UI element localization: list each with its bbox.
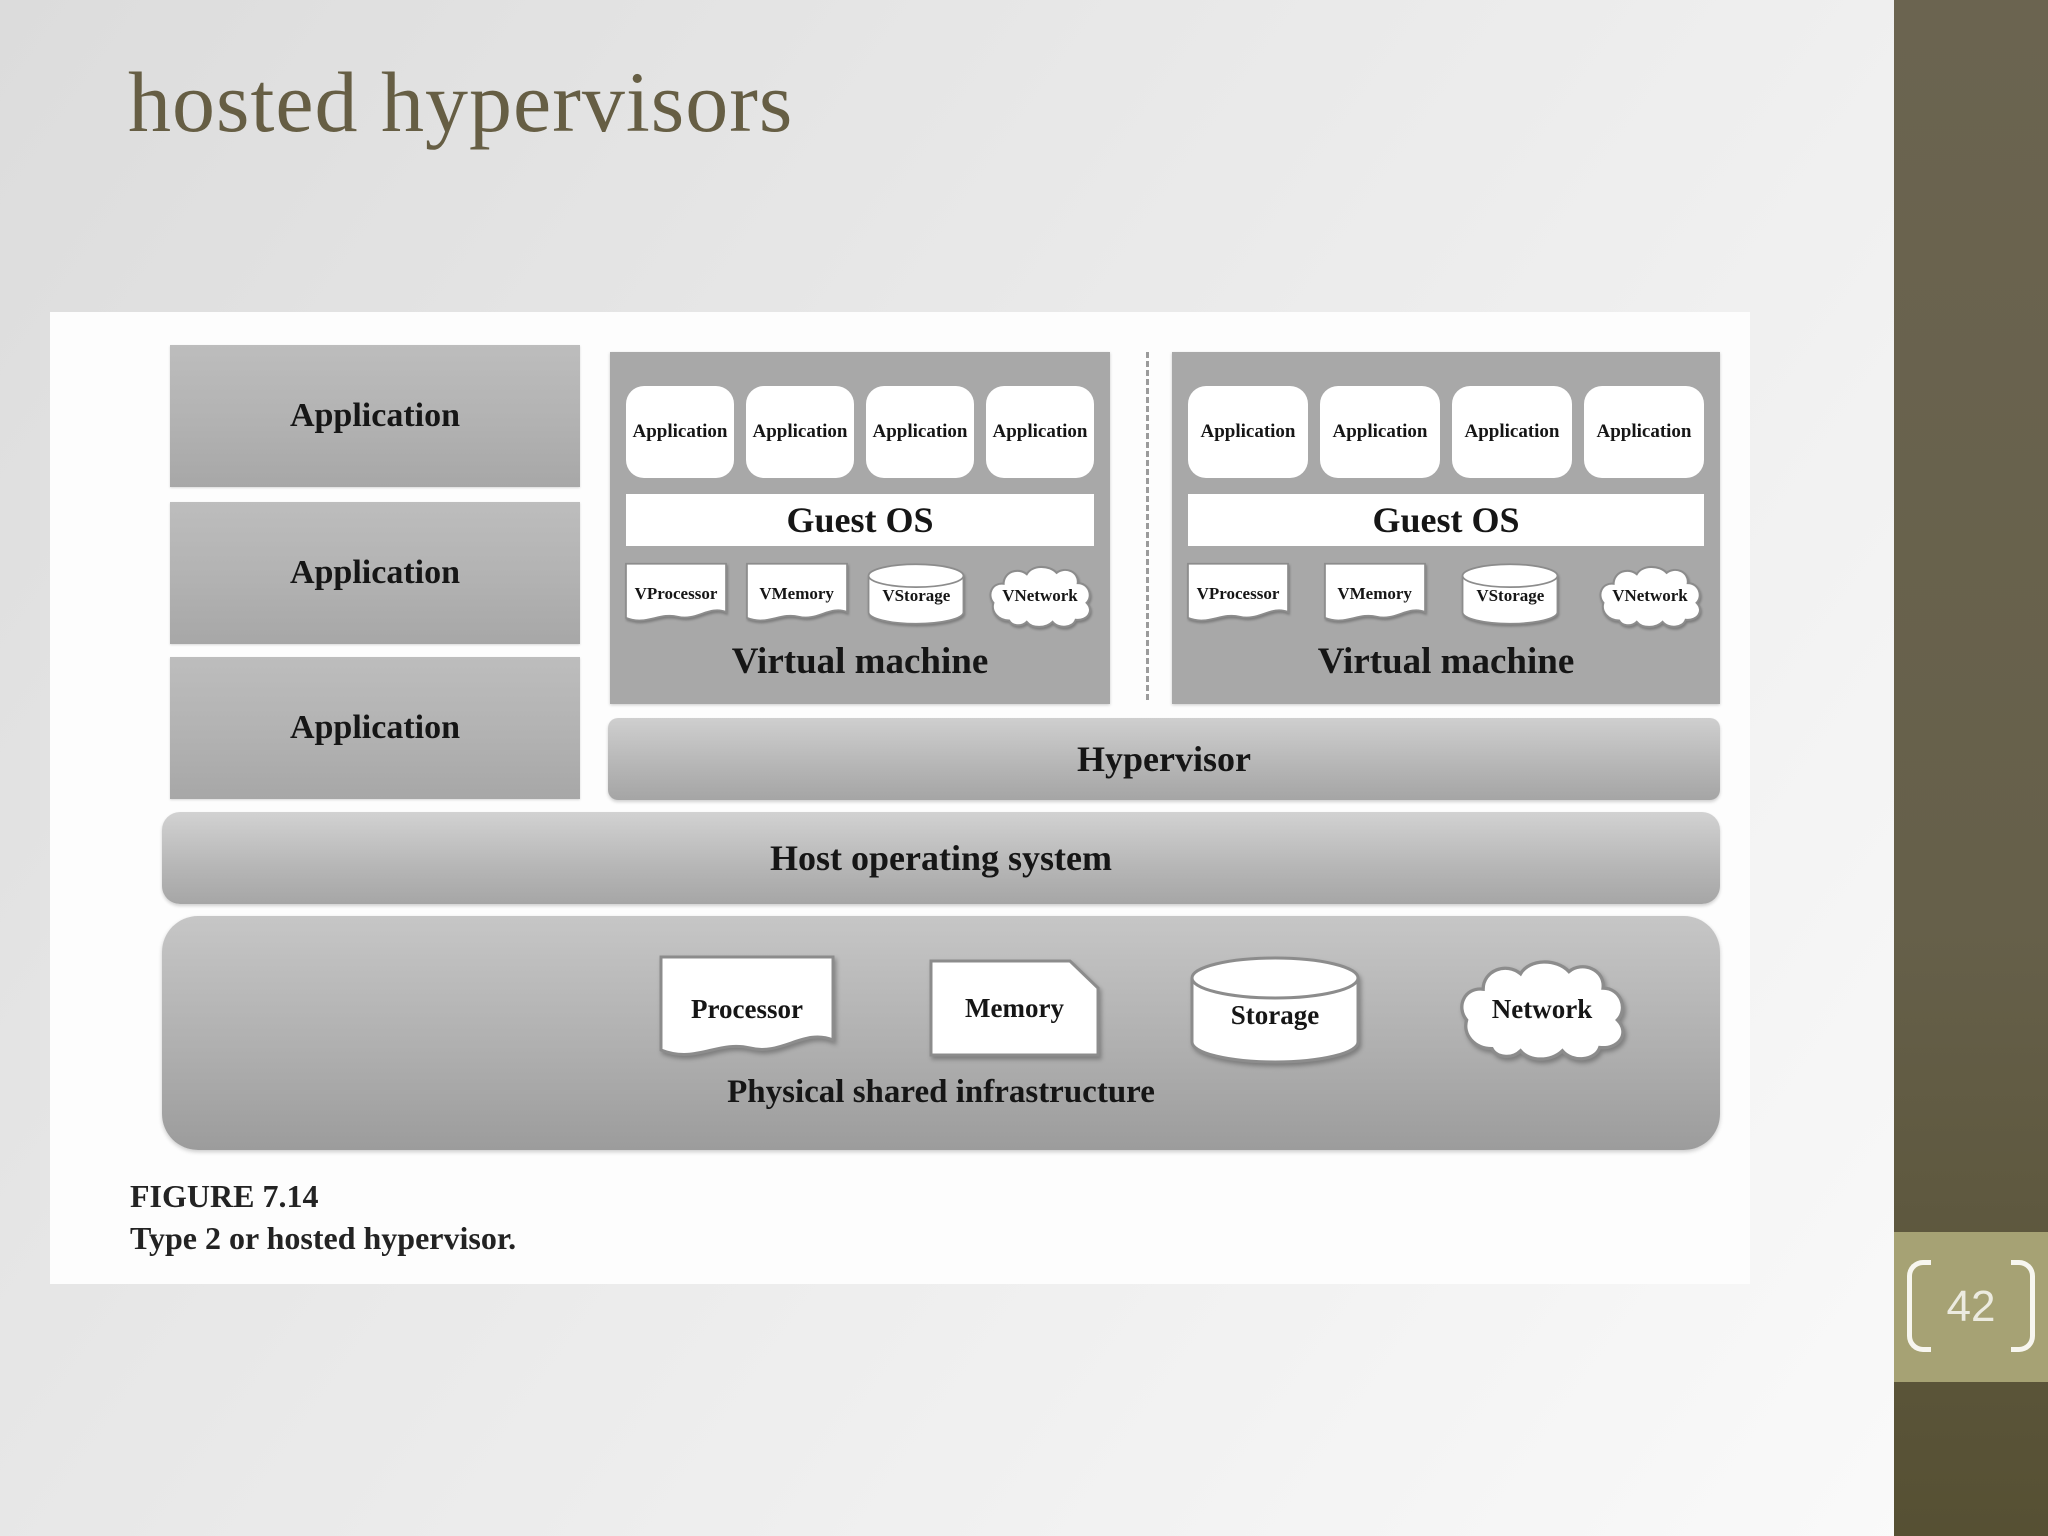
slide-title: hosted hypervisors (128, 54, 794, 150)
vm-application-box: Application (626, 386, 734, 478)
figure-caption-number: FIGURE 7.14 (130, 1178, 319, 1214)
vm-label: Virtual machine (1317, 641, 1575, 682)
vm-application-box: Application (1188, 386, 1308, 478)
vm2-virtual-devices-row: VProcessor VMemory VStorage VNetwork (1172, 546, 1720, 638)
vnetwork-cloud-icon: VNetwork (1594, 562, 1706, 630)
vstorage-cylinder-icon: VStorage (865, 562, 967, 626)
vm-application-box: Application (1584, 386, 1704, 478)
vm-dashed-divider (1146, 352, 1149, 700)
bracket-right-icon (2011, 1260, 2035, 1352)
processor-document-icon: Processor (658, 954, 836, 1064)
vprocessor-document-icon: VProcessor (624, 562, 728, 626)
host-application-box: Application (170, 657, 580, 799)
figure-caption-text: Type 2 or hosted hypervisor. (130, 1220, 517, 1256)
physical-infrastructure-label: Physical shared infrastructure (727, 1074, 1155, 1110)
vnetwork-cloud-icon: VNetwork (984, 562, 1096, 630)
memory-card-icon: Memory (928, 958, 1101, 1058)
vm1-apps-row: Application Application Application Appl… (610, 352, 1110, 478)
guest-os-bar: Guest OS (1188, 494, 1704, 546)
vmemory-document-icon: VMemory (1323, 562, 1427, 626)
vprocessor-document-icon: VProcessor (1186, 562, 1290, 626)
vmemory-document-icon: VMemory (745, 562, 849, 626)
vm-application-box: Application (1320, 386, 1440, 478)
virtual-machine-2: Application Application Application Appl… (1172, 352, 1720, 704)
vstorage-cylinder-icon: VStorage (1459, 562, 1561, 626)
vm-application-box: Application (866, 386, 974, 478)
hypervisor-bar: Hypervisor (608, 718, 1720, 800)
page-number-badge: 42 (1894, 1232, 2048, 1382)
virtual-machine-1: Application Application Application Appl… (610, 352, 1110, 704)
host-os-bar: Host operating system (162, 812, 1720, 904)
host-application-box: Application (170, 345, 580, 487)
host-application-box: Application (170, 502, 580, 644)
vm-label: Virtual machine (731, 641, 989, 682)
physical-infrastructure-box: Processor Memory Storage Network Physica… (162, 916, 1720, 1150)
vm1-virtual-devices-row: VProcessor VMemory VStorage VNetwork (610, 546, 1110, 638)
vm-application-box: Application (986, 386, 1094, 478)
guest-os-bar: Guest OS (626, 494, 1094, 546)
page-number: 42 (1946, 1282, 1996, 1331)
figure-panel: Application Application Application Appl… (50, 312, 1750, 1284)
vm-application-box: Application (1452, 386, 1572, 478)
vm2-apps-row: Application Application Application Appl… (1172, 352, 1720, 478)
bracket-left-icon (1907, 1260, 1931, 1352)
vm-application-box: Application (746, 386, 854, 478)
storage-cylinder-icon: Storage (1188, 954, 1362, 1066)
network-cloud-icon: Network (1452, 954, 1632, 1064)
